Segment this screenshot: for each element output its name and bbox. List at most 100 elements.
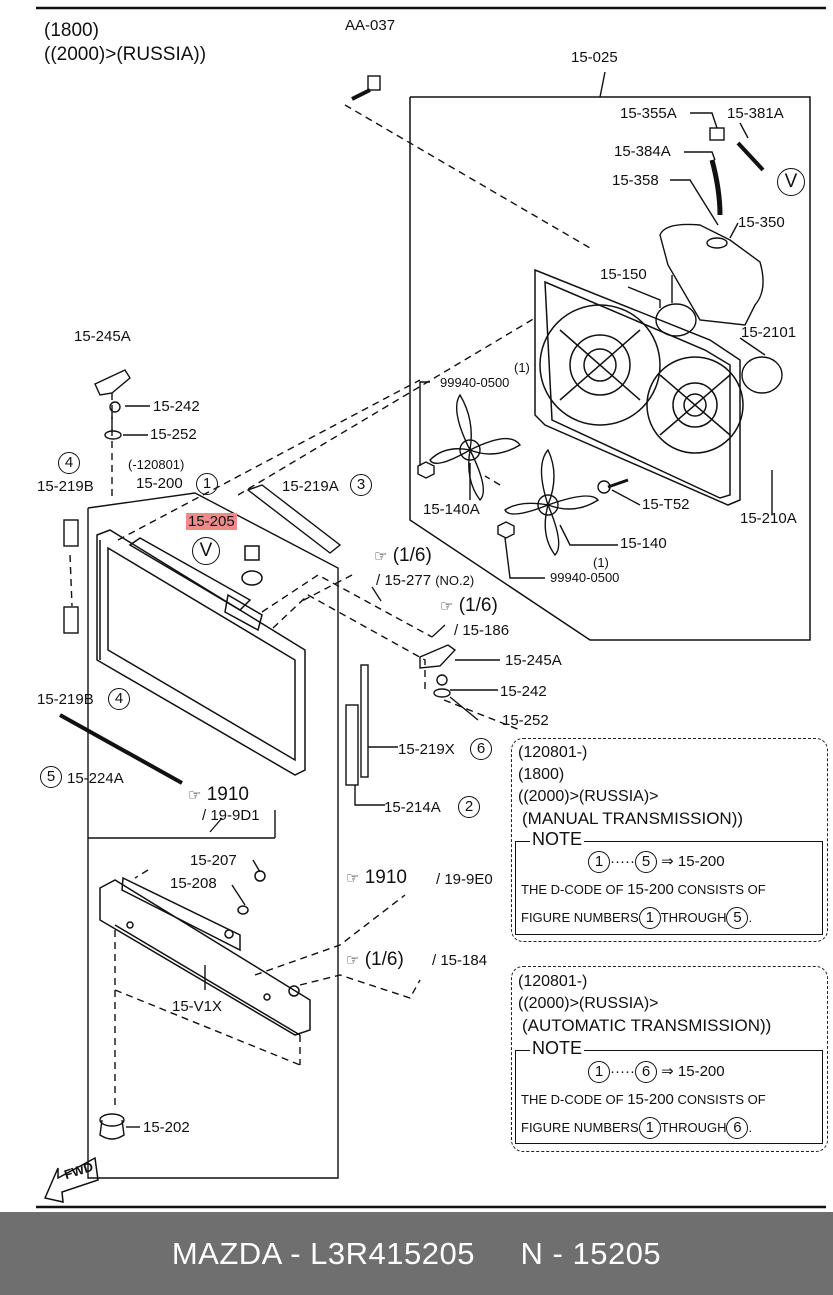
grommet-15-202 [99,1113,125,1140]
header-line-1: (1800) [44,20,99,41]
reference-link-19-9d1[interactable]: / 19-9D1 [202,807,260,824]
part-label-aa-037[interactable]: AA-037 [345,17,396,34]
part-label-15-242-bottom[interactable]: 15-242 [500,683,547,700]
diagram-drawing [36,6,826,1209]
part-label-15-350[interactable]: 15-350 [738,214,785,231]
part-label-15-025[interactable]: 15-025 [571,49,618,66]
part-label-99940-0500-bottom[interactable]: 99940-0500 [550,570,620,585]
part-label-15-242-top[interactable]: 15-242 [153,398,200,415]
part-label-15-208[interactable]: 15-208 [170,875,217,892]
note1-title: NOTE [530,829,585,849]
note2-date: (120801-) [518,973,588,990]
fwd-arrow [43,1156,99,1203]
part-label-15-245a-bottom[interactable]: 15-245A [505,652,562,669]
part-label-15-t52[interactable]: 15-T52 [642,496,690,513]
strip-15-224a [59,713,183,785]
note2-circle-from: 1 [588,1061,610,1083]
note-box-manual [511,738,828,942]
reference-link-1-6-c[interactable]: ☞ (1/6) [346,950,404,971]
part-label-15-355a[interactable]: 15-355A [620,105,677,122]
reference-link-15-277[interactable]: / 15-277 (NO.2) [376,572,474,589]
note1-t1: THE D-CODE OF [521,882,624,897]
ref-15-277: / 15-277 [376,572,432,589]
ref-page-1-6-c: (1/6) [364,949,404,970]
reference-link-1910-b[interactable]: ☞ 1910 [346,868,407,889]
note2-spec: ((2000)>(RUSSIA)> [518,995,659,1012]
part-label-99940-0500-top[interactable]: 99940-0500 [440,375,510,390]
header-line-2: ((2000)>(RUSSIA)) [44,44,207,65]
note2-range: 1·····6 ⇒ 15-200 [588,1061,725,1083]
figure-number-4-b: 4 [108,688,130,710]
bolt-aa037 [351,75,381,101]
part-label-15-358[interactable]: 15-358 [612,172,659,189]
note1-t4: FIGURE NUMBERS [521,910,639,925]
note1-range: 1·····5 ⇒ 15-200 [588,851,725,873]
part-label-15-v1x[interactable]: 15-V1X [172,998,223,1015]
footer-bar [0,1212,833,1295]
pointing-hand-icon: ☞ [346,870,360,887]
circle-2: 2 [458,796,480,818]
reference-link-1-6-a[interactable]: ☞ (1/6) [374,546,432,567]
part-label-15-210a[interactable]: 15-210A [740,510,797,527]
reference-link-15-184[interactable]: / 15-184 [432,952,488,969]
qty-99940-top: (1) [514,360,530,375]
pointing-hand-icon: ☞ [440,598,454,615]
note1-arrow: ⇒ [661,853,674,870]
reference-link-1-6-b[interactable]: ☞ (1/6) [440,596,498,617]
ref-1910-b: 1910 [364,867,408,888]
part-label-15-381a[interactable]: 15-381A [727,105,784,122]
lower-member [99,870,311,1036]
part-label-15-2101[interactable]: 15-2101 [741,324,797,341]
part-label-15-202[interactable]: 15-202 [143,1119,190,1136]
note1-t5: THROUGH [660,910,727,925]
ref-page-1-6-a: (1/6) [392,545,432,566]
part-label-15-205-highlighted[interactable]: 15-205 [186,513,237,530]
part-label-15-224a[interactable]: 15-224A [67,770,124,787]
part-label-15-214a[interactable]: 15-214A [384,799,441,816]
circle-4-b: 4 [108,688,130,710]
date-range-120801: (-120801) [128,457,185,472]
strip-15-214a [345,704,359,786]
part-label-15-140a[interactable]: 15-140A [423,501,480,518]
part-label-15-140[interactable]: 15-140 [620,535,667,552]
figure-number-6: 6 [470,738,492,760]
reference-link-1910-a[interactable]: ☞ 1910 [188,785,249,806]
figure-number-1: 1 [196,473,218,495]
note1-spec: ((2000)>(RUSSIA)> [518,788,659,805]
nut-bottom [497,521,515,539]
part-label-15-219b-bottom[interactable]: 15-219B [37,691,94,708]
note1-t3: CONSISTS OF [677,882,766,897]
seal-15-219b-bottom [63,606,79,634]
note2-arrow: ⇒ [661,1063,674,1080]
note2-t4: FIGURE NUMBERS [521,1120,639,1135]
part-label-15-200[interactable]: 15-200 [136,475,183,492]
note2-circle-to: 6 [634,1061,657,1083]
figure-number-v-radiator: V [192,537,220,565]
part-label-15-207[interactable]: 15-207 [190,852,237,869]
part-label-15-384a[interactable]: 15-384A [614,143,671,160]
part-label-15-150[interactable]: 15-150 [600,266,647,283]
part-label-15-219x[interactable]: 15-219X [398,741,455,758]
note2-circle-to-2: 6 [726,1117,749,1139]
note2-sentence-1: THE D-CODE OF 15-200 CONSISTS OF [521,1092,766,1107]
part-label-15-219a[interactable]: 15-219A [282,478,339,495]
part-label-15-252-bottom[interactable]: 15-252 [502,712,549,729]
note2-end: . [748,1120,753,1135]
figure-number-5: 5 [40,766,62,788]
parts-diagram: (1800) ((2000)>(RUSSIA)) AA-037 15-025 1… [36,6,828,1209]
part-label-15-245a-top[interactable]: 15-245A [74,328,131,345]
fan-blade-b [504,448,600,557]
note1-circle-to: 5 [634,851,657,873]
reference-link-15-186[interactable]: / 15-186 [454,622,510,639]
part-label-15-252-top[interactable]: 15-252 [150,426,197,443]
note2-t3: CONSISTS OF [677,1092,766,1107]
note2-inner-box [515,1050,823,1144]
note1-target: 15-200 [677,853,725,870]
footer-part-number: MAZDA - L3R415205 N - 15205 [171,1236,662,1271]
fan-blade-a [429,393,521,502]
note1-circle-from-2: 1 [638,907,661,929]
reference-link-19-9e0[interactable]: / 19-9E0 [436,871,493,888]
part-label-15-219b-top[interactable]: 15-219B [37,478,94,495]
circle-v-tank: V [777,168,805,196]
figure-number-3: 3 [350,474,372,496]
